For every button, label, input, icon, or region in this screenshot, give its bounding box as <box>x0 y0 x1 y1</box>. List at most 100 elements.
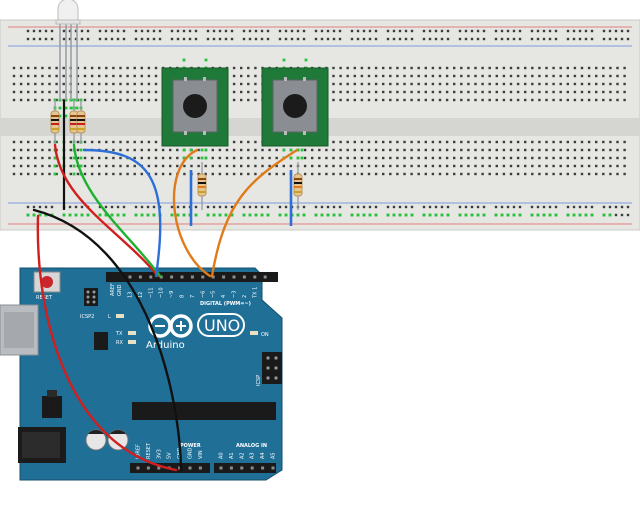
connected-hole <box>53 172 57 176</box>
breadboard-hole <box>602 148 605 152</box>
breadboard-hole <box>431 82 435 86</box>
breadboard-hole <box>623 148 626 152</box>
rail-hole <box>62 29 66 33</box>
breadboard-hole <box>169 148 172 152</box>
breadboard-hole <box>509 66 513 70</box>
breadboard-hole <box>360 148 364 152</box>
breadboard-hole <box>374 172 378 176</box>
breadboard-hole <box>83 172 87 176</box>
connected-rail-hole <box>104 213 108 217</box>
breadboard-hole <box>382 82 385 86</box>
wire-green-led <box>72 143 162 278</box>
connected-rail-hole <box>530 213 534 217</box>
breadboard-hole <box>545 156 548 160</box>
rail-hole <box>338 205 342 209</box>
breadboard-hole <box>12 66 16 70</box>
rail-hole <box>182 205 186 209</box>
breadboard-hole <box>424 74 427 78</box>
rail-hole <box>254 205 258 209</box>
breadboard-hole <box>616 74 619 78</box>
rail-hole <box>254 37 258 41</box>
rail-hole <box>434 29 438 33</box>
breadboard-hole <box>509 74 513 78</box>
breadboard-hole <box>445 172 449 176</box>
breadboard-hole <box>275 156 278 160</box>
breadboard-hole <box>481 140 484 144</box>
breadboard-hole <box>538 66 541 70</box>
breadboard-hole <box>467 140 470 144</box>
rail-hole <box>110 29 114 33</box>
breadboard-hole <box>566 98 569 102</box>
connected-hole <box>58 106 62 110</box>
breadboard-hole <box>424 140 427 144</box>
breadboard-hole <box>183 172 186 176</box>
breadboard-hole <box>367 164 371 168</box>
rail-hole <box>248 29 252 33</box>
breadboard-hole <box>382 172 385 176</box>
breadboard-hole <box>524 66 527 70</box>
rail-hole <box>590 29 594 33</box>
breadboard-hole <box>27 140 30 144</box>
breadboard-hole <box>474 172 477 176</box>
rail-hole <box>80 205 84 209</box>
breadboard-hole <box>353 148 356 152</box>
connected-rail-hole <box>152 213 156 217</box>
breadboard-hole <box>595 74 598 78</box>
rail-hole <box>482 37 486 41</box>
breadboard-hole <box>48 164 51 168</box>
breadboard-hole <box>474 98 477 102</box>
breadboard-hole <box>318 164 321 168</box>
breadboard-hole <box>474 164 477 168</box>
wire-red-power <box>36 214 178 472</box>
breadboard-hole <box>346 172 349 176</box>
breadboard-hole <box>573 164 577 168</box>
header-pin <box>250 466 254 470</box>
breadboard-hole <box>403 148 406 152</box>
breadboard-hole <box>396 148 399 152</box>
rail-hole <box>554 205 558 209</box>
breadboard-hole <box>275 172 278 176</box>
rail-hole <box>362 205 366 209</box>
rail-hole <box>218 37 222 41</box>
connected-rail-hole <box>326 213 330 217</box>
breadboard-hole <box>275 164 278 168</box>
breadboard-hole <box>467 66 470 70</box>
breadboard-hole <box>374 98 378 102</box>
breadboard-hole <box>346 90 349 94</box>
breadboard-hole <box>623 82 626 86</box>
header-pin <box>211 275 215 279</box>
connected-rail-hole <box>86 213 90 217</box>
rail-hole <box>326 205 330 209</box>
rail-hole <box>374 37 378 41</box>
rail-hole <box>446 37 450 41</box>
breadboard-hole <box>495 148 498 152</box>
rail-hole <box>602 205 606 209</box>
breadboard-hole <box>438 156 442 160</box>
breadboard-hole <box>424 90 427 94</box>
breadboard-hole <box>69 172 72 176</box>
rail-hole <box>476 37 480 41</box>
connected-rail-hole <box>68 213 72 217</box>
breadboard-hole <box>76 90 80 94</box>
breadboard-hole <box>580 140 584 144</box>
breadboard-hole <box>254 140 257 144</box>
connected-hole <box>79 156 83 160</box>
breadboard-hole <box>332 74 335 78</box>
connected-rail-hole <box>230 213 234 217</box>
breadboard-hole <box>126 164 129 168</box>
breadboard-hole <box>424 164 427 168</box>
breadboard-hole <box>48 148 51 152</box>
rail-hole <box>206 29 210 33</box>
breadboard-hole <box>247 140 250 144</box>
connected-rail-hole <box>110 213 114 217</box>
breadboard-hole <box>460 90 463 94</box>
breadboard-hole <box>410 164 413 168</box>
connected-rail-hole <box>464 213 468 217</box>
connected-hole <box>72 164 76 168</box>
breadboard-hole <box>90 156 94 160</box>
breadboard-hole <box>488 98 491 102</box>
breadboard-hole <box>119 90 122 94</box>
rail-hole <box>356 205 360 209</box>
rail-hole <box>302 37 306 41</box>
